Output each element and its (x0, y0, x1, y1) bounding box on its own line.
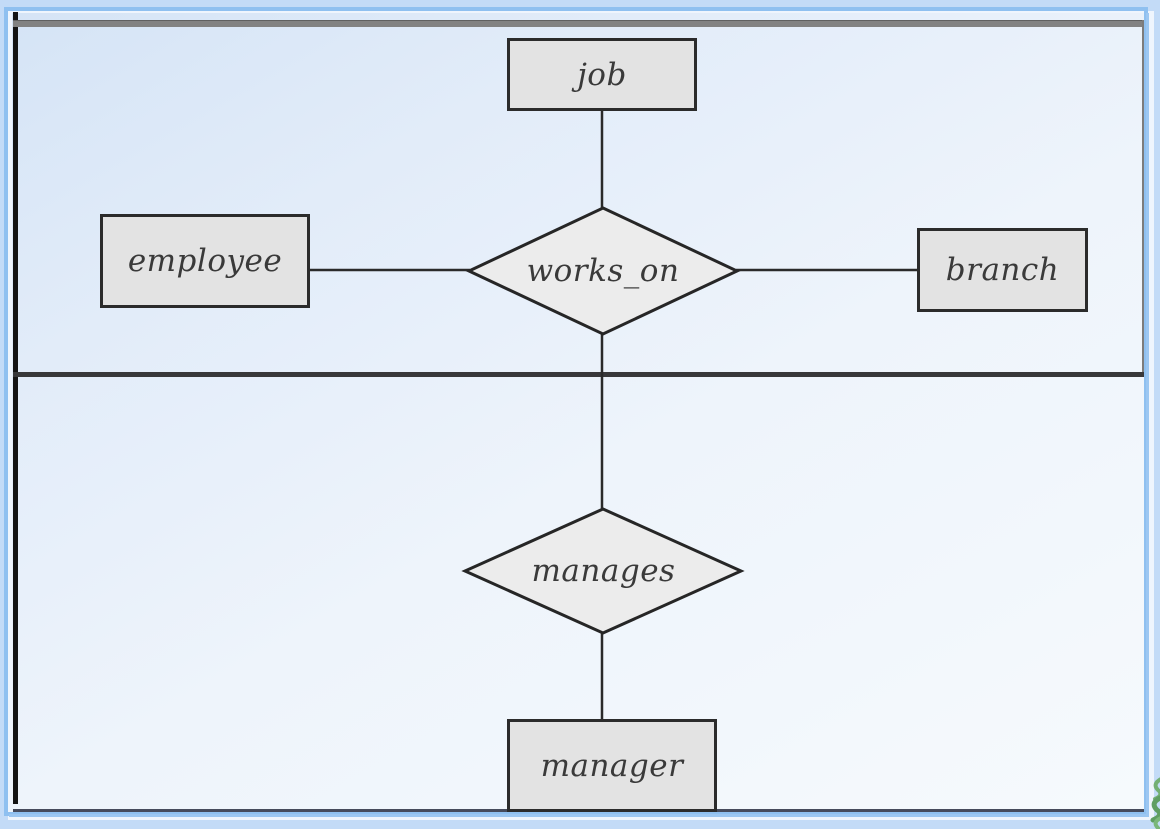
window-frame-bottom-inner-border (9, 814, 1149, 817)
entity-branch-label: branch (945, 252, 1060, 288)
entity-employee: employee (100, 214, 310, 308)
aggregation-top-border-line (13, 20, 1149, 27)
entity-job-label: job (577, 56, 627, 93)
relationship-works-on-label: works_on (526, 253, 680, 289)
window-frame-right-inner-border (1146, 13, 1149, 817)
entity-branch: branch (917, 228, 1088, 312)
relationship-manages-label: manages (531, 552, 676, 589)
slide-content-background (12, 13, 1146, 814)
entity-employee-label: employee (127, 243, 283, 279)
green-swoosh-strokes (1150, 777, 1160, 829)
entity-manager-label: manager (540, 747, 684, 784)
window-frame-outer-border (4, 7, 1148, 816)
entity-manager: manager (507, 719, 717, 812)
figure-left-border-line (13, 12, 18, 804)
relationship-manages: manages (465, 508, 742, 633)
relationship-works-on: works_on (468, 207, 738, 335)
aggregation-bottom-border-line (13, 372, 1149, 377)
entity-job: job (507, 38, 697, 111)
